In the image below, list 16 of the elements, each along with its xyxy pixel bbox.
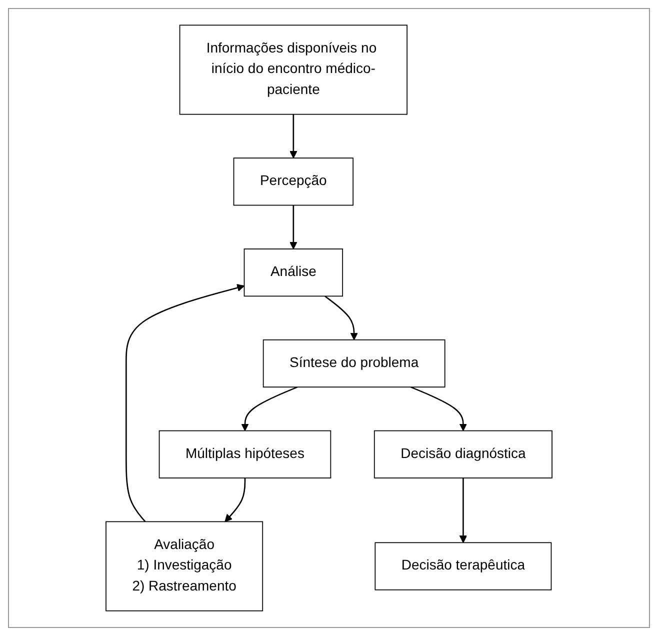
node-box: Avaliação 1) Investigação 2) Rastreamento xyxy=(106,521,264,612)
node-box: Percepção xyxy=(233,158,354,206)
node-box: Análise xyxy=(244,248,343,297)
arrow xyxy=(324,296,358,340)
node-box: Síntese do problema xyxy=(262,339,446,388)
node-box: Informações disponíveis no início do encontro médico-paciente xyxy=(179,24,408,115)
node-box: Múltiplas hipóteses xyxy=(158,430,332,478)
arrow xyxy=(410,386,468,432)
arrow xyxy=(224,478,246,522)
arrow xyxy=(459,478,468,543)
node-box: Decisão terapêutica xyxy=(374,542,552,590)
arrow xyxy=(241,386,298,432)
node-box: Decisão diagnóstica xyxy=(374,430,552,478)
arrow xyxy=(126,284,245,522)
arrow xyxy=(290,205,298,250)
arrow xyxy=(290,114,298,158)
